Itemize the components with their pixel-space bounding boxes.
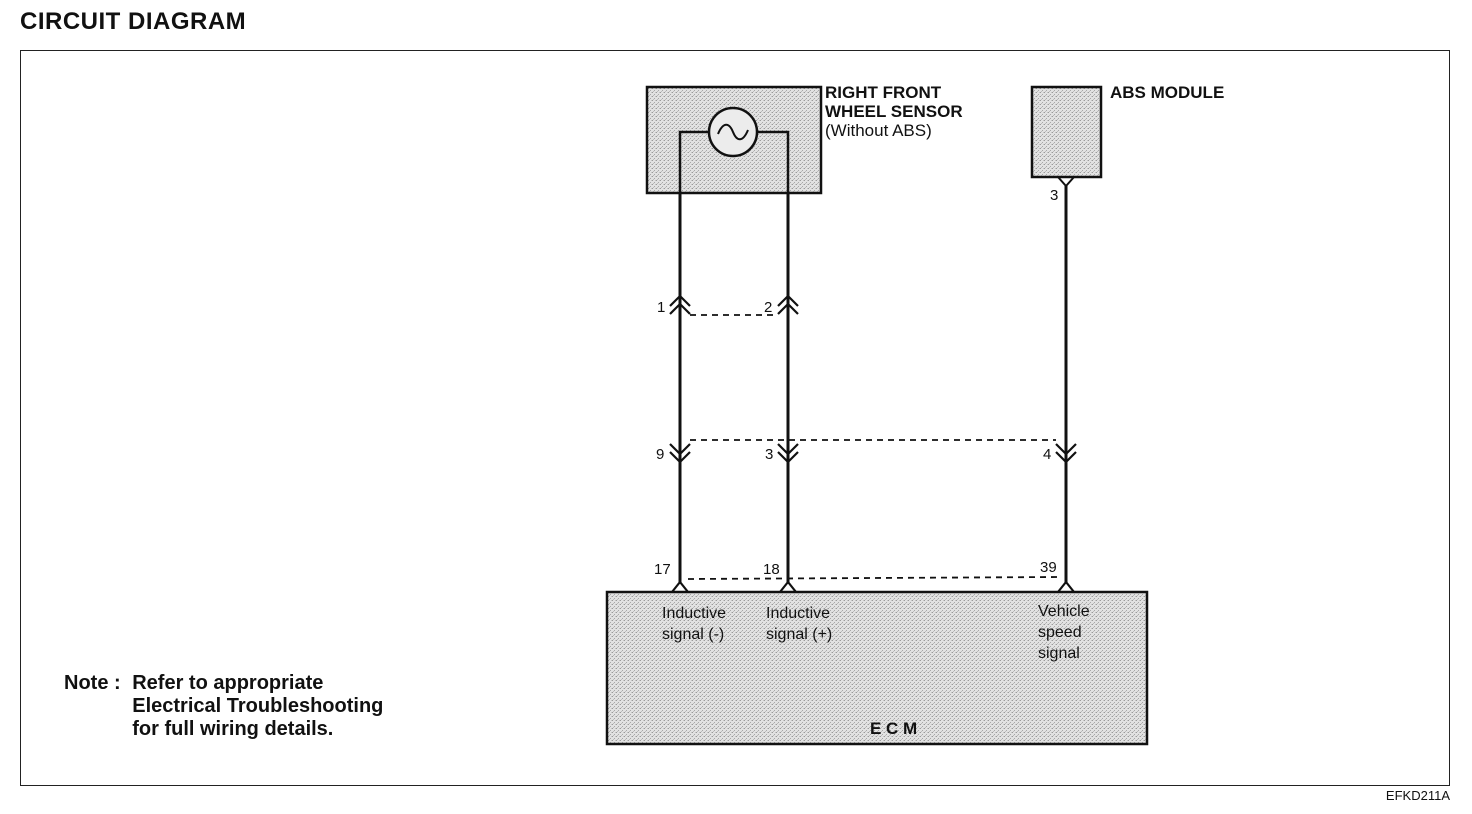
note-prefix: Note : [64, 672, 121, 694]
ac-source-icon [707, 106, 759, 158]
page-title: CIRCUIT DIAGRAM [20, 8, 247, 35]
ecm-input-18-line2: signal (+) [766, 626, 832, 643]
sensor-inner-loop [678, 130, 790, 196]
abs-module-box [1030, 85, 1103, 179]
ecm-label: E C M [870, 719, 917, 738]
figure-code: EFKD211A [1385, 788, 1450, 803]
abs-pin-notch [1057, 176, 1075, 188]
ecm-pin-39: 39 [1040, 559, 1057, 576]
ecm-pin-18: 18 [763, 561, 780, 578]
abs-module-label: ABS MODULE [1110, 83, 1224, 102]
ecm-pin-notch-39 [1057, 580, 1075, 593]
wheel-sensor-label-1: RIGHT FRONT [825, 83, 942, 102]
note-line-2: Electrical Troubleshooting [132, 695, 384, 717]
ecm-connector-dash [687, 576, 1059, 580]
ecm-pin-17: 17 [654, 561, 671, 578]
wheel-sensor-label-2: WHEEL SENSOR [825, 102, 963, 121]
note-body: Refer to appropriate Electrical Troubles… [132, 672, 383, 741]
abs-module [1030, 85, 1103, 179]
ecm-box [605, 590, 1149, 746]
connector-male-9 [669, 443, 691, 464]
wires [678, 186, 1068, 584]
note: Note : Refer to appropriate Electrical T… [64, 672, 383, 741]
diagram-frame [20, 50, 1450, 786]
pin-label-1: 1 [657, 299, 665, 316]
ecm [605, 590, 1149, 746]
upper-connector [669, 294, 799, 316]
pin-label-4: 4 [1043, 446, 1051, 463]
ecm-input-17-line1: Inductive [662, 605, 726, 622]
abs-pin-3: 3 [1050, 187, 1058, 204]
connector-male-4 [1055, 443, 1077, 464]
ecm-pin-notch-17 [671, 580, 689, 593]
ecm-pin-notches [671, 576, 1075, 593]
ecm-input-39-line3: signal [1038, 645, 1080, 662]
pin-label-2: 2 [764, 299, 772, 316]
lower-connector [669, 439, 1077, 464]
ecm-input-39-line1: Vehicle [1038, 603, 1090, 620]
connector-male-3 [777, 443, 799, 464]
ecm-input-18-line1: Inductive [766, 605, 830, 622]
ecm-pin-notch-18 [779, 580, 797, 593]
pin-label-3: 3 [765, 446, 773, 463]
pin-label-9: 9 [656, 446, 664, 463]
connector-female-1 [669, 294, 691, 315]
wheel-sensor [645, 85, 823, 196]
wheel-sensor-label-3: (Without ABS) [825, 121, 932, 140]
note-line-1: Refer to appropriate [132, 672, 324, 694]
ecm-input-17-line2: signal (-) [662, 626, 724, 643]
connector-female-2 [777, 294, 799, 315]
ecm-input-39-line2: speed [1038, 624, 1082, 641]
note-line-3: for full wiring details. [132, 718, 334, 740]
